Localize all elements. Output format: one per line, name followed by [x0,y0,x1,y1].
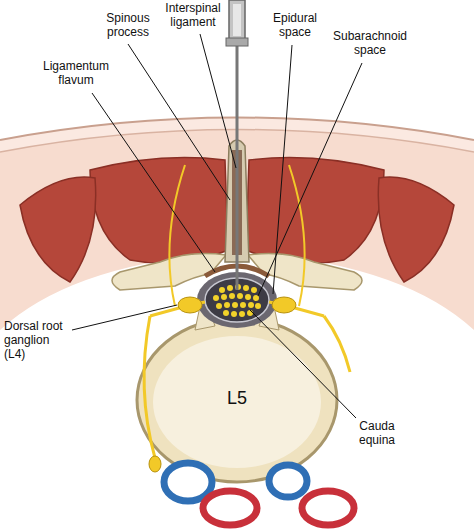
nerve-root [219,287,225,293]
spinal-needle [226,0,248,290]
nerve-root [223,310,229,316]
leader-line [200,34,236,168]
part-label: Cauda equina [346,420,408,448]
leader-line [250,310,356,418]
great-vessels [164,463,354,525]
leader-line [258,63,362,296]
nerve-root [251,287,257,293]
leader-lines [72,34,362,418]
dorsal-ramus [289,165,305,306]
part-label: Interspinal ligament [160,2,226,30]
nerve-root [243,285,249,291]
nerve-root [221,294,227,300]
dorsal-ramus [169,165,185,306]
nerve-root [232,302,238,308]
part-label: Ligamentum flavum [38,60,114,88]
nerve-root [227,285,233,291]
nerve-root [231,311,237,317]
needle-hub [229,0,245,40]
artery [203,491,257,525]
muscle [246,158,384,264]
dorsal-root-ganglion [178,297,202,313]
needle-hub-highlight [233,4,241,36]
vein [164,463,212,501]
vertebral-body [137,318,337,482]
leader-line [72,305,177,330]
muscle [378,177,454,282]
vertebral-body-core [153,336,321,468]
nerve-root [240,302,246,308]
part-label: Epidural space [266,12,324,40]
nerve-root [224,302,230,308]
nerve-root [247,310,253,316]
part-label: Dorsal root ganglion (L4) [4,320,70,361]
nerve-root [216,303,222,309]
nerve-root [239,311,245,317]
ganglia [149,297,296,472]
artery [302,491,354,525]
part-label: Subarachnoid space [326,30,414,58]
nerve-root [245,294,251,300]
muscle [20,177,96,282]
sympathetic-ganglion [149,456,161,472]
nerves [144,165,350,458]
vein [269,465,307,497]
muscle [90,158,228,264]
nerve-root [237,293,243,299]
ventral-ramus [324,316,350,372]
nerve-root [248,302,254,308]
dorsal-root-ganglion [272,297,296,313]
nerve-root [255,303,261,309]
part-label: Spinous process [96,12,160,40]
nerve-root [229,293,235,299]
leader-line [92,93,215,272]
vertebra-label: L5 [207,388,267,409]
ventral-ramus [144,316,155,458]
needle-wings [226,38,248,46]
nerve-root [213,295,219,301]
leader-line [128,44,230,200]
